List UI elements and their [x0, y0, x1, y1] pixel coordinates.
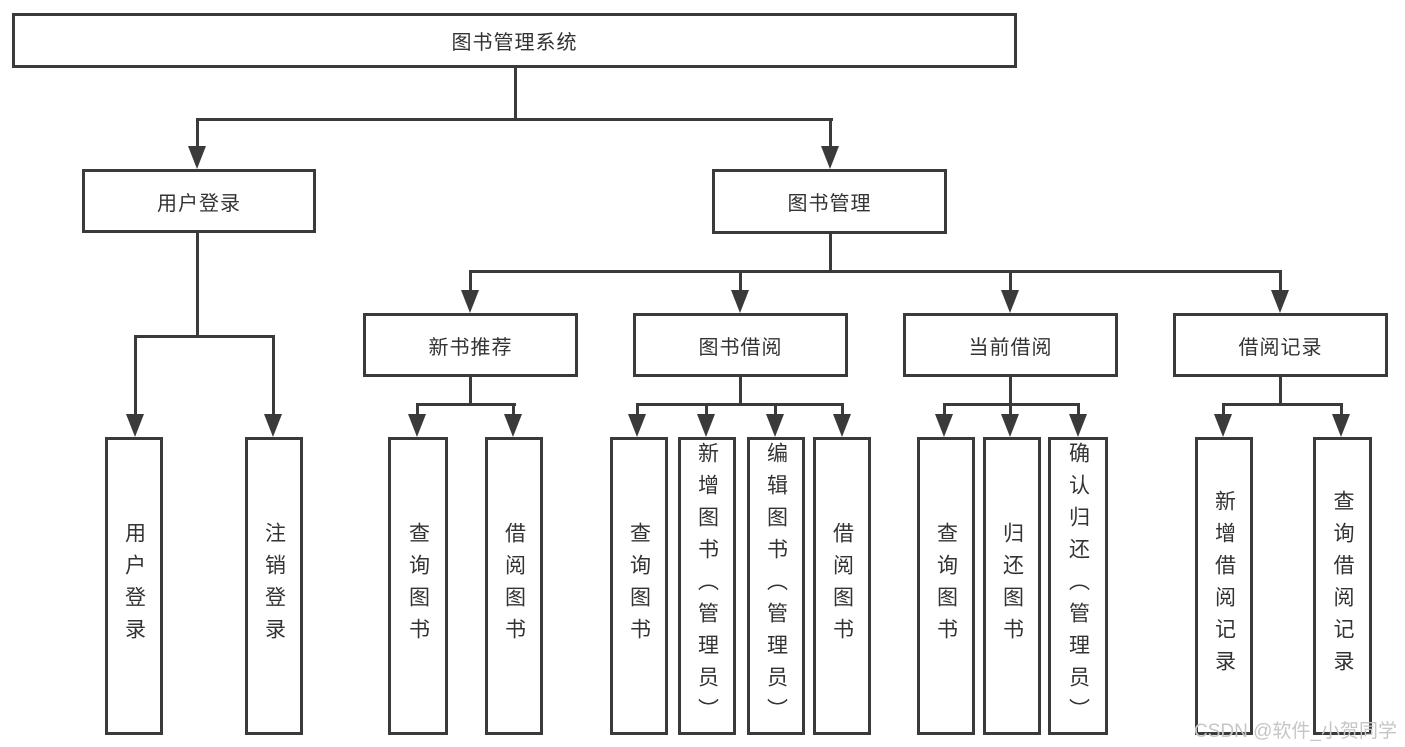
node-leaf-query-books-recommend: 查询图书 — [388, 437, 448, 735]
node-library-system: 图书管理系统 — [12, 13, 1017, 68]
connector-bb-child1 — [636, 403, 639, 417]
connector-to-login-leaf — [134, 335, 137, 416]
connector-borrow-records-stem — [1279, 377, 1282, 405]
node-leaf-edit-books-admin: 编辑图书（管理员） — [747, 437, 805, 735]
node-leaf-query-borrow-record: 查询借阅记录 — [1313, 437, 1372, 735]
node-label: 图书管理 — [787, 193, 872, 215]
node-new-book-recommend: 新书推荐 — [363, 313, 578, 377]
node-label: 借阅图书 — [502, 522, 526, 650]
node-label: 图书管理系统 — [451, 32, 578, 54]
connector-cb-child3 — [1077, 403, 1080, 417]
connector-nb-child1 — [416, 403, 419, 417]
node-label: 借阅图书 — [830, 522, 854, 650]
connector-to-book-borrow — [739, 270, 742, 292]
node-book-management: 图书管理 — [712, 169, 947, 234]
node-borrow-records: 借阅记录 — [1173, 313, 1388, 377]
connector-bb-child4 — [841, 403, 844, 417]
connector-book-mgmt-stem — [829, 234, 832, 272]
node-label: 借阅记录 — [1238, 336, 1323, 359]
connector-br-child1 — [1222, 403, 1225, 417]
node-label: 新增借阅记录 — [1212, 490, 1236, 682]
node-leaf-query-books-current: 查询图书 — [917, 437, 975, 735]
node-leaf-return-books: 归还图书 — [983, 437, 1041, 735]
arrowhead-to-book-borrow — [731, 290, 749, 313]
csdn-watermark: CSDN @软件_小贺同学 — [1194, 721, 1397, 742]
connector-current-borrow-stem — [1009, 377, 1012, 405]
node-leaf-add-books-admin: 新增图书（管理员） — [678, 437, 736, 735]
arrowhead-bb-child4 — [833, 414, 851, 437]
connector-to-current-borrow — [1009, 270, 1012, 292]
connector-book-borrow-rail — [636, 403, 844, 406]
node-label: 确认归还（管理员） — [1066, 442, 1090, 730]
arrowhead-br-child2 — [1332, 414, 1350, 437]
node-label: 图书借阅 — [698, 336, 783, 359]
node-leaf-query-books-borrow: 查询图书 — [610, 437, 668, 735]
node-label: 查询借阅记录 — [1331, 490, 1354, 682]
arrowhead-bb-child1 — [628, 414, 646, 437]
arrowhead-to-user-login — [188, 146, 206, 169]
node-label: 用户登录 — [122, 522, 146, 650]
connector-user-login-stem — [196, 233, 199, 337]
node-book-borrow: 图书借阅 — [633, 313, 848, 377]
connector-borrow-records-rail — [1222, 403, 1343, 406]
connector-user-login-rail — [134, 335, 275, 338]
arrowhead-cb-child3 — [1069, 414, 1087, 437]
node-label: 新书推荐 — [428, 336, 513, 359]
connector-to-borrow-records — [1279, 270, 1282, 292]
connector-br-child2 — [1340, 403, 1343, 417]
arrowhead-nb-child1 — [408, 414, 426, 437]
arrowhead-to-book-mgmt — [821, 146, 839, 169]
connector-new-book-rail — [416, 403, 516, 406]
node-label: 注销登录 — [262, 522, 286, 650]
arrowhead-bb-child3 — [766, 414, 784, 437]
connector-root-stem — [514, 68, 517, 120]
connector-bb-child3 — [774, 403, 777, 417]
node-user-login: 用户登录 — [82, 169, 316, 233]
node-label: 查询图书 — [406, 522, 430, 650]
connector-cb-child1 — [943, 403, 946, 417]
node-leaf-confirm-return-admin: 确认归还（管理员） — [1048, 437, 1108, 735]
node-label: 查询图书 — [934, 522, 958, 650]
node-label: 编辑图书（管理员） — [764, 442, 788, 730]
node-label: 当前借阅 — [968, 336, 1053, 359]
arrowhead-cb-child2 — [1001, 414, 1019, 437]
connector-bb-child2 — [705, 403, 708, 417]
node-leaf-user-login: 用户登录 — [105, 437, 163, 735]
arrowhead-to-borrow-records — [1271, 290, 1289, 313]
connector-level1-rail — [196, 118, 833, 121]
connector-to-book-mgmt — [829, 118, 832, 150]
connector-new-book-stem — [469, 377, 472, 405]
connector-to-logout-leaf — [272, 335, 275, 416]
node-leaf-borrow-books-recommend: 借阅图书 — [485, 437, 543, 735]
node-label: 查询图书 — [627, 522, 651, 650]
connector-level3-rail — [469, 270, 1282, 273]
connector-to-new-book — [469, 270, 472, 292]
node-leaf-add-borrow-record: 新增借阅记录 — [1195, 437, 1253, 735]
arrowhead-nb-child2 — [504, 414, 522, 437]
arrowhead-cb-child1 — [935, 414, 953, 437]
connector-cb-child2 — [1009, 403, 1012, 417]
arrowhead-bb-child2 — [697, 414, 715, 437]
node-leaf-logout: 注销登录 — [245, 437, 303, 735]
arrowhead-br-child1 — [1214, 414, 1232, 437]
arrowhead-to-login-leaf — [126, 414, 144, 437]
arrowhead-to-new-book — [461, 290, 479, 313]
arrowhead-to-current-borrow — [1001, 290, 1019, 313]
node-leaf-borrow-books: 借阅图书 — [813, 437, 871, 735]
node-current-borrow: 当前借阅 — [903, 313, 1118, 377]
connector-nb-child2 — [512, 403, 515, 417]
node-label: 归还图书 — [1000, 522, 1024, 650]
connector-book-borrow-stem — [739, 377, 742, 405]
arrowhead-to-logout-leaf — [264, 414, 282, 437]
node-label: 新增图书（管理员） — [695, 442, 719, 730]
node-label: 用户登录 — [157, 192, 241, 215]
connector-to-user-login — [196, 118, 199, 150]
